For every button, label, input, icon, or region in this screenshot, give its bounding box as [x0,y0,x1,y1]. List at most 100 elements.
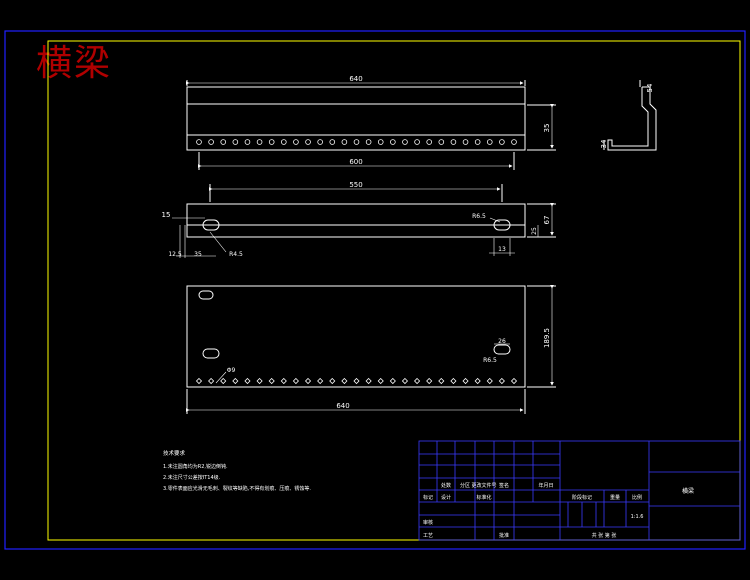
hole [317,139,323,145]
front-width-dim: 640 [349,75,362,83]
label-approve: 批准 [499,532,509,539]
label-mark: 标记 [423,494,433,501]
hole [244,377,251,385]
hole [438,139,445,145]
hole [390,139,396,145]
hole [317,377,324,385]
hole [220,377,227,385]
hole [462,377,469,385]
hole [401,377,409,385]
label-zone: 分区 [460,482,470,489]
hole [232,139,239,145]
hole [304,377,312,385]
hole [474,377,481,385]
hole [353,377,360,385]
top-span-dim: 550 [349,181,362,189]
label-date: 年月日 [538,482,553,489]
hole [293,139,299,145]
hole [256,377,263,385]
unfold-slot-dim: 26 [498,338,506,345]
scale-value: 1:1.6 [631,514,644,520]
hole [511,139,517,145]
label-stage-mark: 阶段标记 [572,494,592,501]
front-height-dim: 35 [543,124,551,133]
title-block [418,440,741,541]
side-top-dim: 54 [646,83,654,92]
top-slot-height-dim: 25 [531,227,538,235]
hole [486,377,493,385]
hole [353,139,360,145]
unfold-height-dim: 189.5 [543,328,551,348]
hole [365,139,372,145]
hole [208,139,214,145]
front-hole-row [196,139,517,145]
top-height-dim: 67 [543,216,551,225]
unfold-view [186,285,556,414]
hole [341,139,348,145]
hole [341,377,348,385]
label-ratio: 比例 [632,494,642,501]
inner-frame [47,40,741,541]
hole [208,377,215,385]
label-process: 工艺 [423,533,433,539]
hole [377,377,384,385]
top-left-offset-dim: 15 [162,211,171,219]
front-pitch-dim: 600 [349,158,362,166]
hole [244,139,251,145]
hole [256,139,263,145]
hole [365,377,372,385]
hole [195,377,203,385]
tech-note-line: 2.未注尺寸公差按IT14级. [163,474,221,481]
tech-note-line: 1.未注圆角均为R2,锐边倒钝. [163,463,228,470]
label-sign: 签名 [499,482,509,489]
hole [196,139,202,145]
label-weight: 重量 [610,494,620,501]
hole [462,139,469,145]
label-standard: 标准化 [476,494,491,501]
hole [292,377,299,385]
top-radius-left: R4.5 [229,251,243,258]
top-radius-right: R6.5 [472,213,486,220]
label-change-doc: 更改文件号 [471,482,496,489]
hole [329,139,336,145]
tech-note-line: 3.零件表面应光滑无毛刺、裂纹等缺陷,不得有划痕、压痕、锈蚀等. [163,485,311,492]
hole [498,377,505,385]
label-sheet: 共 张 第 张 [592,532,617,539]
hole [474,139,481,145]
title-block-labels: 标记 处数 分区 更改文件号 签名 年月日 设计 标准化 审核 工艺 批准 阶段… [423,482,694,539]
top-view [172,184,556,258]
hole [268,139,275,145]
part-name: 横梁 [682,487,694,495]
hole [450,139,457,145]
top-slot-width-dim: 13 [498,246,506,253]
top-gap-dim: 35 [194,251,202,258]
tech-notes-heading: 技术要求 [163,449,186,457]
hole [377,139,384,145]
hole [426,139,432,145]
label-count: 处数 [441,482,451,489]
hole [281,139,287,145]
hole [220,139,227,145]
hole [414,139,420,145]
side-bottom-dim: 34 [600,139,608,148]
hole [402,139,408,145]
hole [414,377,421,385]
top-edge-dim: 12.5 [168,251,182,258]
hole [499,139,505,145]
hole [426,377,433,385]
hole [510,377,518,385]
unfold-hole-row [195,377,518,385]
hole [450,377,457,385]
hole [305,139,311,145]
hole [486,139,493,145]
outer-frame [4,30,746,550]
unfold-slot-radius: R6.5 [483,357,497,364]
label-review: 审核 [423,519,433,526]
unfold-hole-dim: Φ9 [227,367,236,374]
side-view [603,80,657,151]
hole [268,377,275,385]
hole [280,377,287,385]
label-design: 设计 [441,494,451,501]
hole [329,377,336,385]
